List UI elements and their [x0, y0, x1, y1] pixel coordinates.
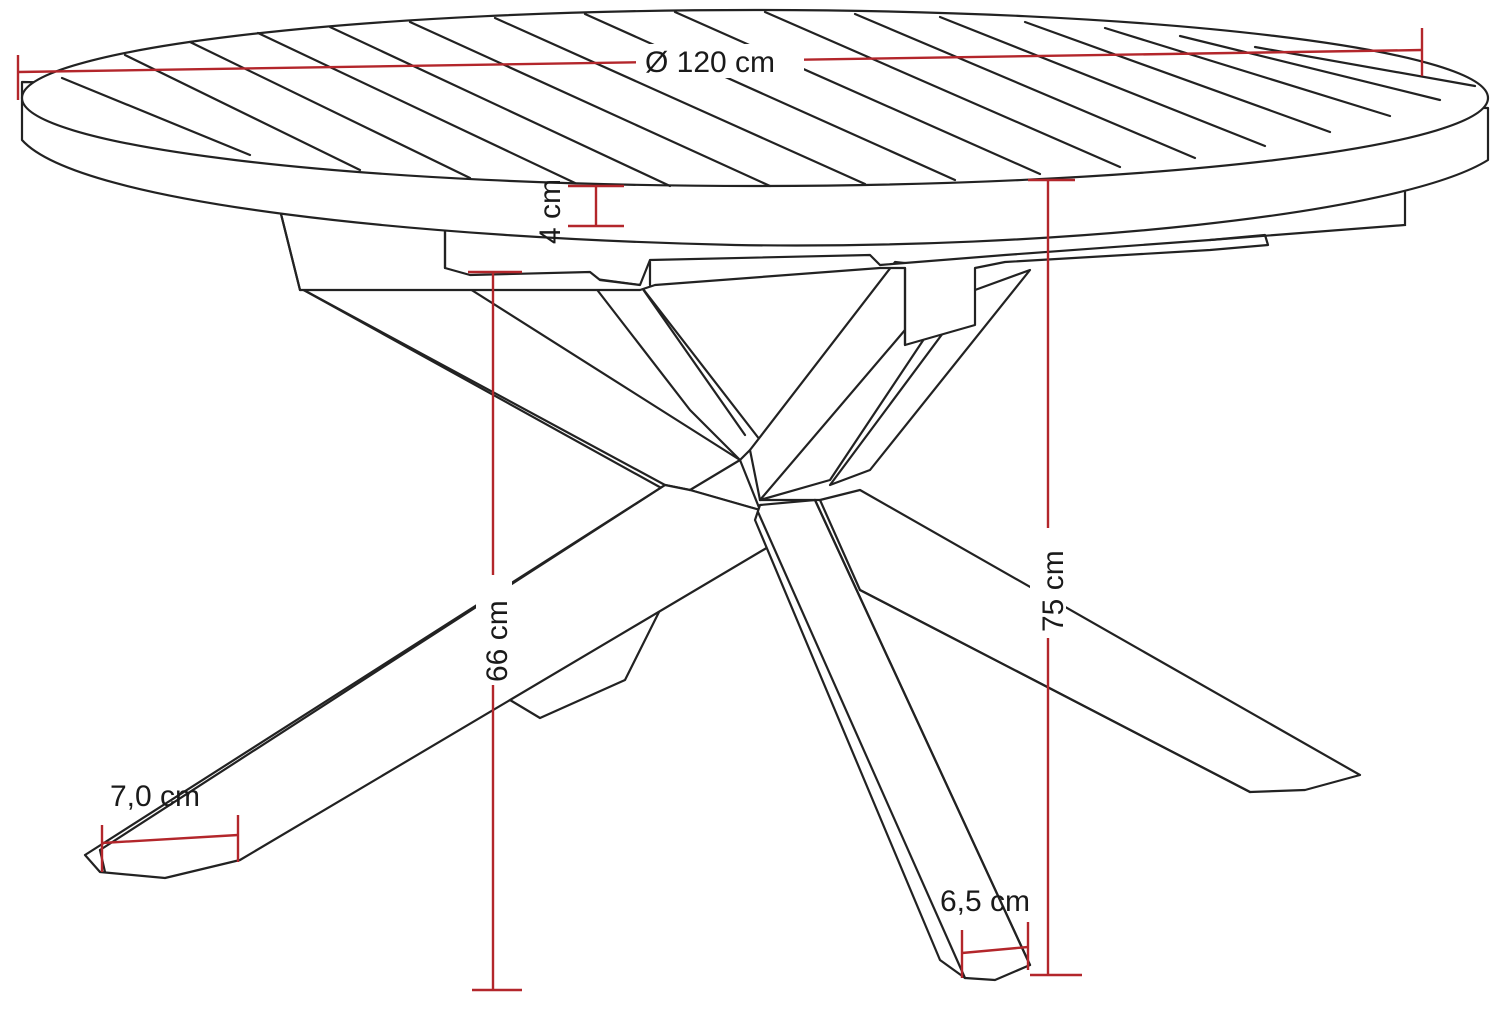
dimension-leg-width-right: 6,5 cm — [940, 885, 1030, 978]
table-top — [20, 8, 1490, 247]
leg-front-right — [753, 498, 1032, 982]
top-thickness-label: 4 cm — [534, 179, 567, 244]
dimension-leg-height: 66 cm — [468, 270, 522, 992]
leg-front-left — [83, 483, 782, 880]
diameter-label: Ø 120 cm — [645, 46, 775, 79]
dimension-total-height: 75 cm — [1028, 178, 1082, 977]
table-base — [83, 260, 1362, 982]
leg-width-right-label: 6,5 cm — [940, 885, 1030, 918]
leg-crossing — [688, 458, 822, 502]
table-top-slats — [60, 10, 1477, 188]
dimension-leg-width-left: 7,0 cm — [100, 780, 240, 872]
dimension-diameter: Ø 120 cm — [16, 28, 1424, 100]
leg-upper-far-right — [828, 268, 1032, 487]
dimension-top-thickness: 4 cm — [534, 179, 624, 244]
leg-height-label: 66 cm — [481, 600, 514, 682]
dimension-lines: Ø 120 cm 4 cm 66 cm 75 cm — [16, 28, 1424, 992]
total-height-label: 75 cm — [1037, 550, 1070, 632]
leg-back-right — [818, 488, 1362, 794]
apron — [268, 178, 1407, 347]
leg-width-left-label: 7,0 cm — [110, 780, 200, 813]
